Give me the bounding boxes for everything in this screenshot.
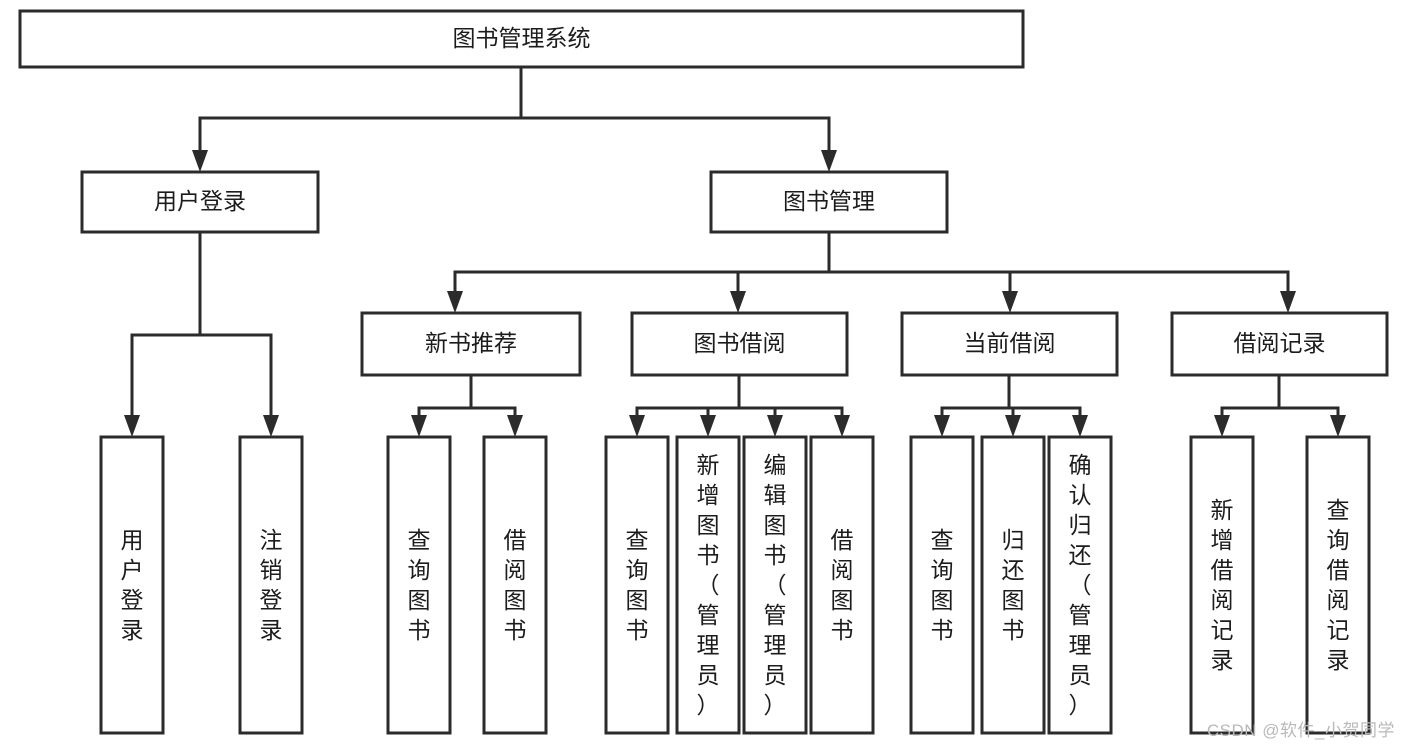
node-leaf-4[interactable]: 查询图书 <box>604 435 670 735</box>
node-leaf-7-box[interactable] <box>809 435 875 735</box>
node-level3-2[interactable]: 当前借阅 <box>900 311 1119 377</box>
arrow-down-icon <box>834 415 850 437</box>
node-leaf-0-box[interactable] <box>99 435 165 735</box>
arrow-down-icon <box>1330 415 1346 437</box>
node-leaf-2[interactable]: 查询图书 <box>386 435 452 735</box>
node-root-label: 图书管理系统 <box>453 25 591 51</box>
node-leaf-8[interactable]: 查询图书 <box>909 435 975 735</box>
node-leaf-11-box[interactable] <box>1189 435 1255 735</box>
arrow-down-icon <box>411 415 427 437</box>
node-leaf-6[interactable]: 编辑图书（管理员） <box>742 435 808 735</box>
arrow-down-icon <box>1072 415 1088 437</box>
node-level3-1-label: 图书借阅 <box>694 330 786 356</box>
arrow-down-icon <box>700 415 716 437</box>
node-level3-2-box[interactable] <box>900 311 1119 377</box>
node-leaf-3-label: 借阅图书 <box>504 527 527 643</box>
node-leaf-8-label: 查询图书 <box>931 527 954 643</box>
node-level3-1[interactable]: 图书借阅 <box>630 311 849 377</box>
node-leaf-12-box[interactable] <box>1305 435 1371 735</box>
node-leaf-6-box[interactable] <box>742 435 808 735</box>
node-level3-3-label: 借阅记录 <box>1234 330 1326 356</box>
arrow-down-icon <box>1002 291 1018 313</box>
arrow-down-icon <box>767 415 783 437</box>
node-leaf-3-box[interactable] <box>482 435 548 735</box>
arrow-down-icon <box>507 415 523 437</box>
node-root[interactable]: 图书管理系统 <box>18 9 1025 69</box>
node-level2-0[interactable]: 用户登录 <box>80 170 320 234</box>
node-leaf-5-label: 新增图书（管理员） <box>697 452 720 718</box>
arrow-down-icon <box>1005 415 1021 437</box>
node-leaf-5[interactable]: 新增图书（管理员） <box>675 435 741 735</box>
arrow-down-icon <box>447 291 463 313</box>
node-leaf-3[interactable]: 借阅图书 <box>482 435 548 735</box>
node-level3-3[interactable]: 借阅记录 <box>1170 311 1389 377</box>
node-leaf-9-label: 归还图书 <box>1002 527 1025 643</box>
node-leaf-12-label: 查询借阅记录 <box>1327 497 1350 673</box>
node-leaf-6-label: 编辑图书（管理员） <box>764 452 787 718</box>
arrow-down-icon <box>934 415 950 437</box>
node-leaf-2-label: 查询图书 <box>408 527 431 643</box>
arrow-down-icon <box>192 150 208 172</box>
node-leaf-1[interactable]: 注销登录 <box>238 435 304 735</box>
arrow-down-icon <box>629 415 645 437</box>
arrow-down-icon <box>730 291 746 313</box>
node-leaf-5-box[interactable] <box>675 435 741 735</box>
node-leaf-9-box[interactable] <box>980 435 1046 735</box>
node-leaf-4-box[interactable] <box>604 435 670 735</box>
arrow-down-icon <box>1214 415 1230 437</box>
node-level2-1-box[interactable] <box>709 170 949 234</box>
node-root-box[interactable] <box>18 9 1025 69</box>
node-level3-0[interactable]: 新书推荐 <box>360 311 582 377</box>
node-level3-2-label: 当前借阅 <box>964 330 1056 356</box>
node-level2-0-box[interactable] <box>80 170 320 234</box>
node-leaf-10[interactable]: 确认归还（管理员） <box>1047 435 1113 735</box>
node-leaf-2-box[interactable] <box>386 435 452 735</box>
node-level3-1-box[interactable] <box>630 311 849 377</box>
node-leaf-11[interactable]: 新增借阅记录 <box>1189 435 1255 735</box>
arrow-down-icon <box>263 415 279 437</box>
arrow-down-icon <box>124 415 140 437</box>
node-leaf-10-box[interactable] <box>1047 435 1113 735</box>
node-leaf-7[interactable]: 借阅图书 <box>809 435 875 735</box>
node-leaf-7-label: 借阅图书 <box>831 527 854 643</box>
node-leaf-9[interactable]: 归还图书 <box>980 435 1046 735</box>
node-level3-0-label: 新书推荐 <box>425 330 517 356</box>
arrow-down-icon <box>821 150 837 172</box>
node-leaf-11-label: 新增借阅记录 <box>1211 497 1234 673</box>
node-leaf-1-label: 注销登录 <box>260 527 283 643</box>
node-leaf-8-box[interactable] <box>909 435 975 735</box>
node-leaf-10-label: 确认归还（管理员） <box>1069 452 1092 718</box>
node-leaf-4-label: 查询图书 <box>626 527 649 643</box>
arrow-down-icon <box>1280 291 1296 313</box>
node-leaf-0[interactable]: 用户登录 <box>99 435 165 735</box>
node-leaf-0-label: 用户登录 <box>121 527 144 643</box>
node-level3-0-box[interactable] <box>360 311 582 377</box>
node-level2-1-label: 图书管理 <box>783 188 875 214</box>
node-level2-0-label: 用户登录 <box>154 188 246 214</box>
node-leaf-1-box[interactable] <box>238 435 304 735</box>
node-level3-3-box[interactable] <box>1170 311 1389 377</box>
node-leaf-12[interactable]: 查询借阅记录 <box>1305 435 1371 735</box>
node-level2-1[interactable]: 图书管理 <box>709 170 949 234</box>
